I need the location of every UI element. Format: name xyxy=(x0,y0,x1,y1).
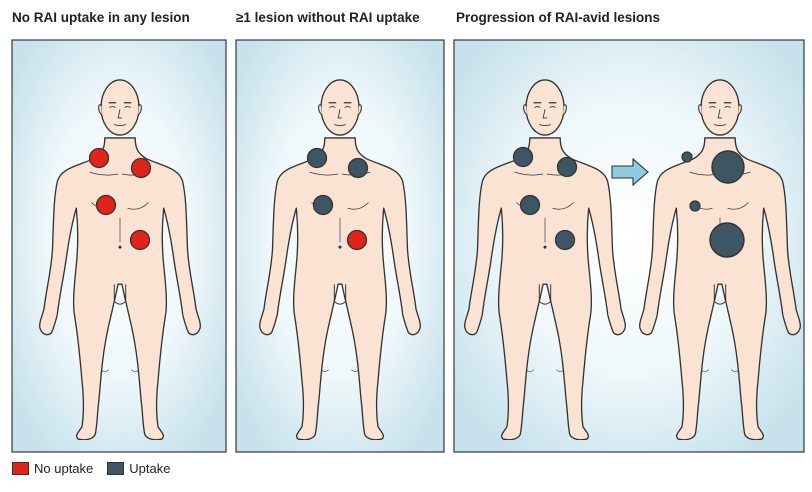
lesion-uptake-enlarged xyxy=(710,223,744,257)
lesion-uptake xyxy=(349,159,368,178)
lesion-uptake-shrunk xyxy=(690,201,700,211)
panel-title-partial-rai-uptake: ≥1 lesion without RAI uptake xyxy=(236,10,420,25)
lesion-no-uptake xyxy=(132,159,151,178)
lesion-no-uptake xyxy=(348,231,367,250)
legend-label-uptake: Uptake xyxy=(129,461,170,476)
panel-title-progression: Progression of RAI-avid lesions xyxy=(456,10,660,25)
lesion-uptake-enlarged xyxy=(712,151,744,183)
legend: No uptake Uptake xyxy=(12,460,184,476)
panel-partial-rai-uptake xyxy=(236,40,444,452)
lesion-no-uptake xyxy=(90,149,109,168)
lesion-uptake xyxy=(308,149,327,168)
legend-swatch-no-uptake xyxy=(12,462,29,475)
panel-no-rai-uptake xyxy=(12,40,226,452)
lesion-uptake xyxy=(314,196,333,215)
lesion-no-uptake xyxy=(97,196,116,215)
lesion-uptake xyxy=(556,231,575,250)
legend-label-no-uptake: No uptake xyxy=(34,461,93,476)
lesion-uptake xyxy=(514,148,533,167)
panel-progression-rai-avid xyxy=(454,40,804,452)
lesion-no-uptake xyxy=(131,231,150,250)
lesion-uptake-shrunk xyxy=(682,152,692,162)
lesion-uptake xyxy=(521,196,540,215)
legend-swatch-uptake xyxy=(107,462,124,475)
lesion-uptake xyxy=(558,158,577,177)
panel-title-no-rai-uptake: No RAI uptake in any lesion xyxy=(12,10,190,25)
